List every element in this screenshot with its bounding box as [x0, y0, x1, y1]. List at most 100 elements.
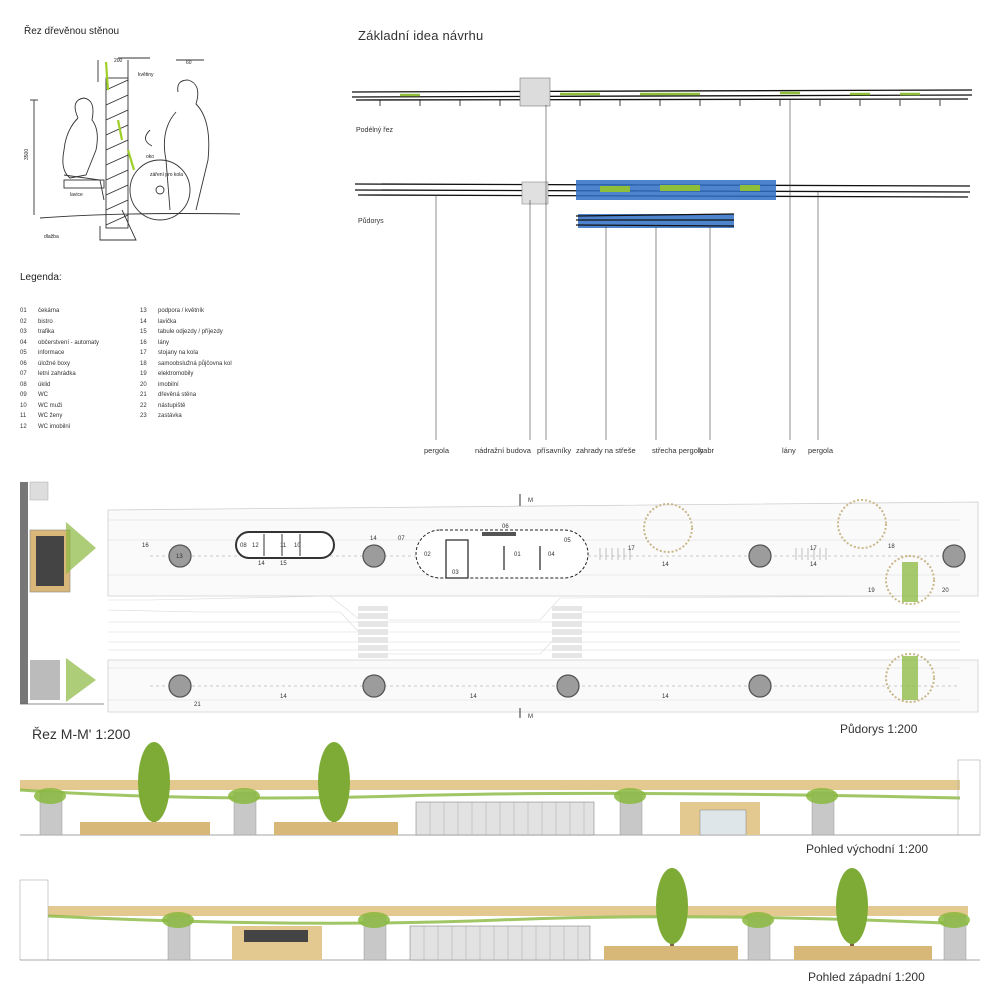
sketch-label-dlazba: dlažba — [44, 234, 59, 240]
sketch-title: Řez dřevěnou stěnou — [24, 26, 120, 37]
concept-section-label: Podélný řez — [356, 127, 393, 134]
svg-text:15: 15 — [280, 561, 287, 567]
legend-number: 13 — [140, 308, 147, 314]
legend-item: 06 úložné boxy — [20, 359, 135, 370]
plan-title: Půdorys 1:200 — [840, 722, 918, 736]
svg-text:17: 17 — [628, 546, 635, 552]
callout-nadrazni-budova: nádražní budova — [475, 446, 531, 455]
plan-station-building — [415, 529, 589, 579]
sketch-label-lavice: lavice — [70, 192, 83, 198]
concept-plan-pergola-roof — [578, 214, 734, 228]
legend-number: 04 — [20, 339, 27, 346]
svg-text:12: 12 — [252, 543, 259, 549]
legend-label: informace — [38, 350, 65, 356]
legend-number: 18 — [140, 360, 147, 367]
legend-label: zastávka — [158, 413, 182, 419]
svg-text:03: 03 — [452, 570, 459, 576]
svg-text:M: M — [528, 498, 533, 504]
svg-text:04: 04 — [548, 552, 555, 558]
legend-number: 20 — [140, 381, 147, 388]
legend-label: bistro — [38, 318, 53, 325]
east-elevation-title: Pohled východní 1:200 — [806, 842, 929, 856]
concept-plan-station — [521, 181, 549, 205]
concept-title: Základní idea návrhu — [358, 28, 484, 43]
east-elevation — [19, 742, 981, 836]
legend-label: lány — [158, 339, 170, 346]
legend-title: Legenda: — [20, 272, 62, 283]
svg-text:05: 05 — [564, 538, 571, 544]
legend-number: 21 — [140, 392, 147, 398]
legend-number: 23 — [140, 413, 147, 419]
legend-number: 08 — [20, 381, 27, 388]
legend-label: imobilní — [158, 381, 179, 388]
legend-number: 07 — [20, 371, 27, 377]
legend-number: 10 — [20, 402, 27, 409]
legend-label: WC — [38, 392, 48, 398]
legend-number: 22 — [140, 402, 147, 409]
callout-habr: habr — [699, 446, 715, 455]
legend-item: 20 imobilní — [140, 380, 260, 391]
svg-text:19: 19 — [868, 588, 875, 594]
callout-zahrady: zahrady na střeše — [576, 446, 636, 455]
svg-text:01: 01 — [514, 552, 521, 558]
legend-number: 06 — [20, 360, 27, 367]
svg-text:14: 14 — [810, 562, 817, 568]
callout-pergola-2: pergola — [808, 446, 834, 455]
section-title: Řez M-M' 1:200 — [32, 726, 131, 742]
legend-number: 14 — [140, 318, 147, 325]
callout-strecha-pergoly: střecha pergoly — [652, 446, 704, 455]
svg-text:07: 07 — [398, 536, 405, 542]
sketch-label-oko: oko — [146, 154, 154, 160]
svg-text:11: 11 — [280, 543, 287, 549]
svg-text:06: 06 — [502, 524, 509, 530]
legend-number: 03 — [20, 329, 27, 335]
sketch-label-kola: záření pro kola — [150, 172, 183, 178]
svg-text:14: 14 — [662, 562, 669, 568]
sketch-label-200: 200 — [114, 58, 123, 64]
svg-text:17: 17 — [810, 546, 817, 552]
svg-text:10: 10 — [294, 543, 301, 549]
legend-number: 01 — [20, 308, 27, 314]
legend-label: letní zahrádka — [38, 371, 76, 377]
sketch-label-3500: 3500 — [24, 149, 30, 160]
sketch-label-kvetiny: květiny — [138, 72, 154, 78]
svg-text:14: 14 — [258, 561, 265, 567]
legend-label: občerstvení - automaty — [38, 339, 100, 346]
legend-label: dřevěná stěna — [158, 392, 197, 398]
legend-label: samoobslužná půjčovna kol — [158, 360, 232, 367]
svg-text:21: 21 — [194, 702, 201, 708]
plan-wc-pavilion — [235, 531, 335, 559]
legend-label: WC imobilní — [38, 423, 71, 430]
svg-text:18: 18 — [888, 544, 895, 550]
legend-item: 04 občerstvení - automaty — [20, 338, 135, 349]
legend-number: 12 — [20, 423, 27, 430]
plan-numbers: 16 13 08 12 11 10 14 15 14 07 02 03 01 0… — [142, 498, 949, 720]
svg-text:16: 16 — [142, 543, 149, 549]
svg-text:02: 02 — [424, 552, 431, 558]
legend-item: 23 zastávka — [140, 411, 260, 422]
legend-number: 19 — [140, 371, 147, 377]
callout-lany: lány — [782, 446, 796, 455]
legend-item: 18 samoobslužná půjčovna kol — [140, 359, 260, 370]
west-elevation — [19, 868, 980, 961]
plan-section-wall — [20, 482, 28, 704]
legend-label: úložné boxy — [38, 360, 71, 367]
svg-text:14: 14 — [280, 694, 287, 700]
west-elevation-title: Pohled západní 1:200 — [808, 970, 925, 984]
